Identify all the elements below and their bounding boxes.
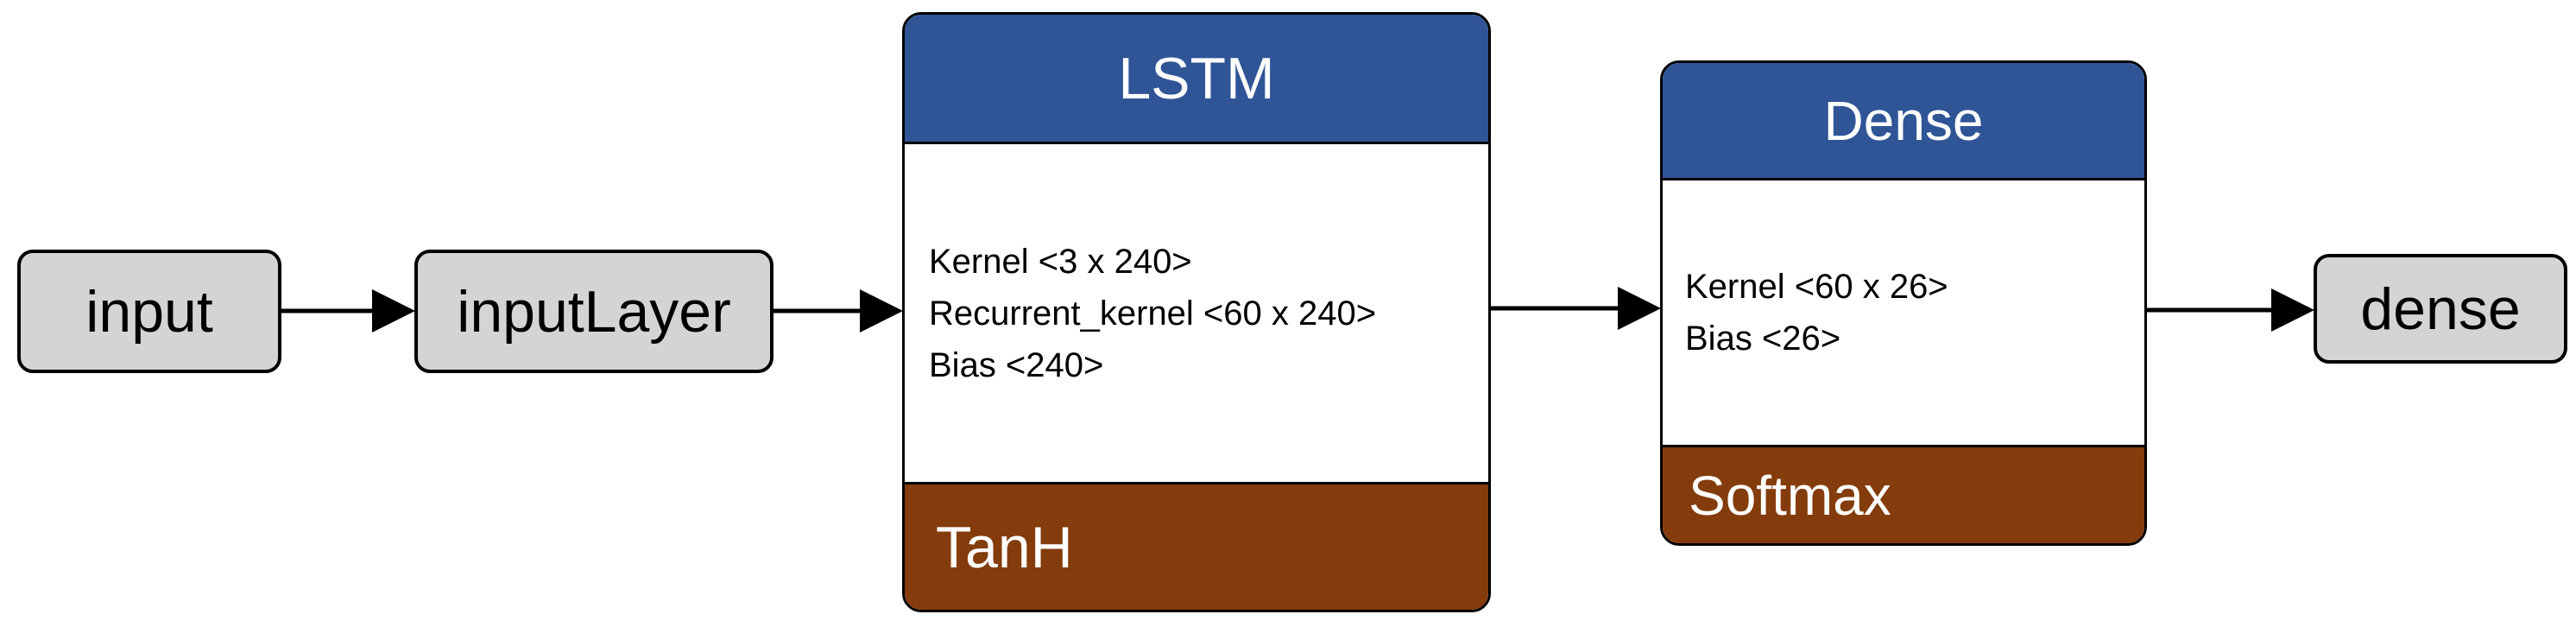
dense-title: Dense [1823,89,1984,152]
lstm-header: LSTM [905,15,1488,144]
lstm-param-recurrent-kernel: Recurrent_kernel <60 x 240> [929,294,1377,332]
dense-output-node-label: dense [2360,276,2521,342]
dense-param-bias: Bias <26> [1685,320,1841,358]
dense-params: Kernel <60 x 26> Bias <26> [1663,180,2144,445]
dense-activation-label: Softmax [1689,464,1891,527]
input-node-label: input [85,278,213,345]
dense-output-node: dense [2314,254,2567,364]
lstm-layer-box: LSTM Kernel <3 x 240> Recurrent_kernel <… [902,12,1491,612]
dense-activation: Softmax [1663,445,2144,543]
input-node: input [17,250,281,373]
input-layer-node-label: inputLayer [457,278,731,345]
lstm-activation-label: TanH [936,514,1073,580]
lstm-param-bias: Bias <240> [929,345,1104,384]
lstm-activation: TanH [905,482,1488,610]
dense-layer-box: Dense Kernel <60 x 26> Bias <26> Softmax [1660,60,2147,546]
lstm-param-kernel: Kernel <3 x 240> [929,242,1192,281]
lstm-title: LSTM [1118,45,1275,111]
input-layer-node: inputLayer [414,250,773,373]
dense-header: Dense [1663,63,2144,180]
dense-param-kernel: Kernel <60 x 26> [1685,268,1948,306]
lstm-params: Kernel <3 x 240> Recurrent_kernel <60 x … [905,144,1488,482]
